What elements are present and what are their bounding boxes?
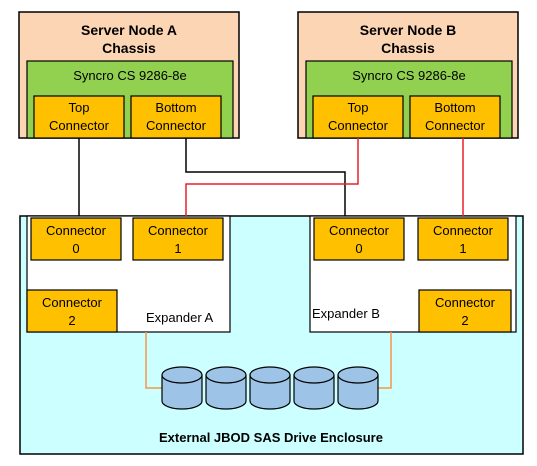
expander-b-connector-0 [313,217,405,261]
expander-a-connector-0-line1: Connector [46,223,107,238]
expander-a-connector-1-line1: Connector [148,223,209,238]
server-b-controller-label: Syncro CS 9286-8e [352,68,465,83]
server-b-title-line1: Server Node B [360,22,456,38]
expander-b-connector-1-line2: 1 [459,241,466,256]
expander-a-connector-1-line2: 1 [174,241,181,256]
server-b-title-line2: Chassis [381,40,435,56]
drive-icon [337,366,379,410]
server-b-bottom-connector-line2: Connector [425,118,486,133]
expander-b-label: Expander B [312,306,380,321]
server-b-top-connector-line1: Top [348,100,369,115]
server-a-controller-label: Syncro CS 9286-8e [73,68,186,83]
expander-b-connector-1 [417,217,509,261]
expander-b-connector-2 [418,289,512,333]
expander-b-connector-2-line1: Connector [435,295,496,310]
server-a-bottom-connector [130,95,222,139]
server-a-top-connector-line2: Connector [49,118,110,133]
server-a-bottom-connector-line1: Bottom [155,100,196,115]
expander-a-connector-0-line2: 0 [72,241,79,256]
expander-b-connector-0-line1: Connector [329,223,390,238]
server-a-title-line1: Server Node A [81,22,177,38]
expander-b-connector-1-line1: Connector [433,223,494,238]
expander-a-connector-2 [26,289,118,333]
drive-stack [161,366,379,410]
server-b-bottom-connector [409,95,501,139]
cable-b-top-to-expander-a-c1 [185,138,359,216]
enclosure-label: External JBOD SAS Drive Enclosure [159,430,383,445]
expander-a-connector-2-line1: Connector [42,295,103,310]
expander-b-connector-2-line2: 2 [461,313,468,328]
drive-icon [293,366,335,410]
expander-a-connector-0 [30,217,122,261]
expander-b-connector-0-line2: 0 [355,241,362,256]
expander-a-connector-2-line2: 2 [68,313,75,328]
server-a-top-connector [33,95,125,139]
server-a-bottom-connector-line2: Connector [146,118,207,133]
cable-expander-b-c2-to-drives [374,332,392,389]
server-b-bottom-connector-line1: Bottom [434,100,475,115]
drive-icon [205,366,247,410]
expander-a-label: Expander A [146,310,214,325]
drive-icon [249,366,291,410]
drive-icon [161,366,203,410]
server-a-top-connector-line1: Top [69,100,90,115]
cable-expander-a-c2-to-drives [145,332,162,389]
server-a-title-line2: Chassis [102,40,156,56]
cable-a-bottom-to-expander-b-c0 [185,138,346,216]
server-b-top-connector-line2: Connector [328,118,389,133]
expander-a-connector-1 [132,217,224,261]
